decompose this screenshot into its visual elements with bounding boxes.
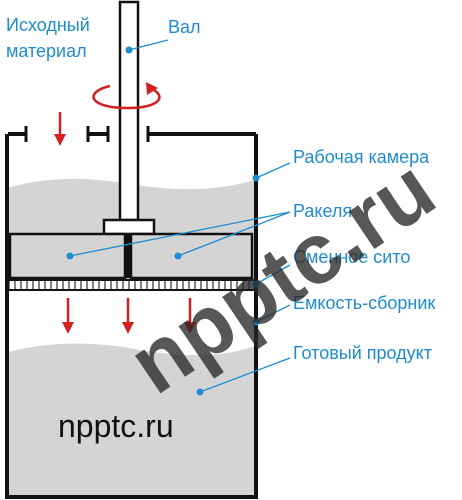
shaft-flange [102,218,156,236]
leader-blades-2 [177,211,291,257]
label-collector: Емкость-сборник [293,293,436,313]
rotation-arrow-icon [92,82,161,110]
label-replaceable-sieve: Сменное сито [293,247,411,267]
label-input-material-line1: Исходный [6,15,90,35]
leader-product [199,357,291,393]
site-text: npptc.ru [58,408,174,444]
shaft [118,0,140,222]
vessel-outline [5,134,258,499]
label-shaft: Вал [168,17,201,37]
label-working-chamber: Рабочая камера [293,147,430,167]
leader-chamber [255,162,291,179]
down-arrow-icon [184,298,196,334]
label-input-material-line2: материал [6,41,87,61]
leader-sieve [255,264,291,285]
finished-product-fill [8,343,255,496]
blade-right [129,232,254,280]
leader-blades-1 [69,211,291,257]
down-arrow-icon [62,298,74,334]
down-arrow-icon [122,298,134,334]
label-blades: Ракеля [293,201,353,221]
leader-collector [255,304,291,323]
down-arrow-icon [54,112,66,146]
leader-shaft [128,39,169,51]
label-finished-product: Готовый продукт [293,343,432,363]
